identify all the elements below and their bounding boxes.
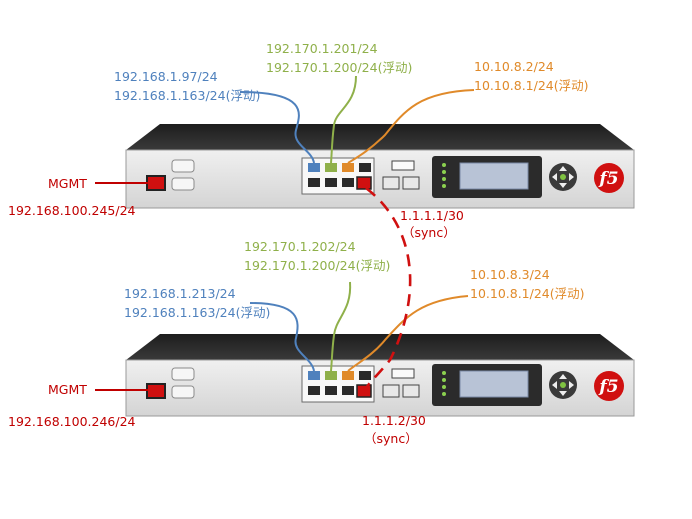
status-led — [442, 392, 446, 396]
nav-arrow-icon — [552, 173, 557, 181]
nav-select-icon — [560, 174, 566, 180]
f5-logo-text: f5 — [598, 169, 618, 189]
sfp-port — [382, 176, 400, 190]
green-ip-top-2: 192.170.1.200/24(浮动) — [266, 60, 412, 75]
chassis-top-surface — [126, 124, 634, 150]
device-bottom: f5 — [125, 334, 635, 417]
port-blue — [308, 163, 320, 172]
usb-port — [391, 160, 415, 171]
nav-arrow-icon — [559, 391, 567, 396]
device-top: f5 — [125, 124, 635, 209]
nav-arrow-icon — [569, 381, 574, 389]
status-led — [442, 163, 446, 167]
connector-lines — [95, 75, 475, 396]
port-rj45 — [325, 386, 337, 395]
status-led — [442, 385, 446, 389]
sfp-port — [402, 384, 420, 398]
drive-bay — [171, 385, 195, 399]
sync-link — [360, 186, 412, 396]
mgmt-ip-bottom: 192.168.100.246/24 — [8, 414, 136, 429]
orange-link-bottom — [347, 295, 469, 372]
orange-ip-bottom-2: 10.10.8.1/24(浮动) — [470, 286, 585, 301]
mgmt-port — [146, 175, 166, 191]
status-led — [442, 378, 446, 382]
mgmt-ip-top: 192.168.100.245/24 — [8, 203, 136, 218]
status-led — [442, 184, 446, 188]
sync-ip-top: 1.1.1.1/30 — [400, 208, 464, 223]
port-green — [325, 163, 337, 172]
port-rj45 — [342, 386, 354, 395]
f5-logo-icon — [594, 371, 624, 401]
port-orange — [342, 163, 354, 172]
lcd-screen — [459, 162, 529, 190]
sync-label-top: （sync） — [402, 225, 456, 240]
green-link-bottom — [330, 281, 352, 372]
drive-bay — [171, 177, 195, 191]
labels-bottom: 192.170.1.202/24 192.170.1.200/24(浮动) 19… — [8, 239, 585, 446]
port-rj45 — [308, 178, 320, 187]
port-rj45 — [325, 178, 337, 187]
orange-ip-top-2: 10.10.8.1/24(浮动) — [474, 78, 589, 93]
chassis-top-surface — [126, 334, 634, 360]
port-dark — [359, 371, 371, 380]
sync-label-bottom: （sync） — [364, 431, 418, 446]
orange-link-top — [347, 89, 475, 164]
drive-bay — [171, 159, 195, 173]
green-link-top — [330, 75, 357, 164]
sfp-port — [382, 384, 400, 398]
mgmt-port — [146, 383, 166, 399]
port-sync — [356, 176, 372, 190]
f5-logo-icon — [594, 163, 624, 193]
blue-ip-bottom-2: 192.168.1.163/24(浮动) — [124, 305, 270, 320]
usb-port — [391, 368, 415, 379]
nav-arrow-icon — [552, 381, 557, 389]
port-blue — [308, 371, 320, 380]
blue-link-top — [239, 91, 315, 164]
blue-ip-bottom-1: 192.168.1.213/24 — [124, 286, 236, 301]
status-led — [442, 170, 446, 174]
drive-bay — [171, 367, 195, 381]
status-led — [442, 371, 446, 375]
blue-ip-top-1: 192.168.1.97/24 — [114, 69, 218, 84]
port-orange — [342, 371, 354, 380]
port-rj45 — [342, 178, 354, 187]
status-led — [442, 177, 446, 181]
nav-arrow-icon — [559, 166, 567, 171]
orange-ip-bottom-1: 10.10.8.3/24 — [470, 267, 550, 282]
labels-top: 192.170.1.201/24 192.170.1.200/24(浮动) 19… — [8, 41, 589, 240]
port-rj45 — [308, 386, 320, 395]
mgmt-label-top: MGMT — [48, 176, 87, 191]
green-ip-top-1: 192.170.1.201/24 — [266, 41, 378, 56]
nav-arrow-icon — [569, 173, 574, 181]
nav-arrow-icon — [559, 183, 567, 188]
lcd-screen — [459, 370, 529, 398]
nav-arrow-icon — [559, 374, 567, 379]
f5-logo-text: f5 — [598, 377, 618, 397]
green-ip-bottom-2: 192.170.1.200/24(浮动) — [244, 258, 390, 273]
mgmt-label-bottom: MGMT — [48, 382, 87, 397]
port-green — [325, 371, 337, 380]
blue-link-bottom — [249, 302, 315, 372]
nav-select-icon — [560, 382, 566, 388]
sfp-port — [402, 176, 420, 190]
green-ip-bottom-1: 192.170.1.202/24 — [244, 239, 356, 254]
orange-ip-top-1: 10.10.8.2/24 — [474, 59, 554, 74]
blue-ip-top-2: 192.168.1.163/24(浮动) — [114, 88, 260, 103]
sync-ip-bottom: 1.1.1.2/30 — [362, 413, 426, 428]
port-dark — [359, 163, 371, 172]
